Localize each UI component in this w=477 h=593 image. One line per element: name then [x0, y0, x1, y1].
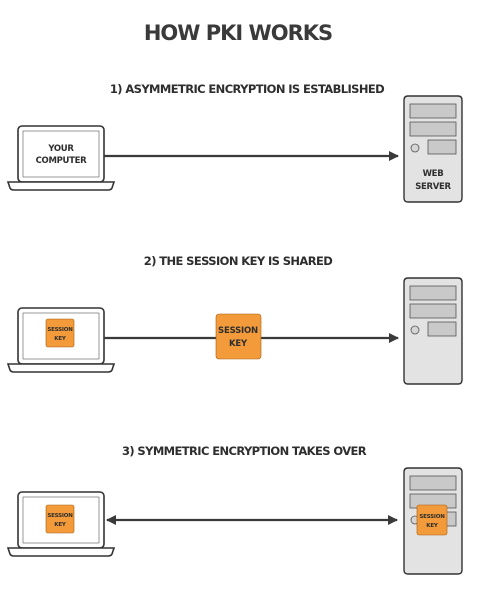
server-bay-2: [409, 121, 457, 137]
server-bay-1: [409, 285, 457, 301]
server-bay-1: [409, 475, 457, 491]
laptop-base: [6, 547, 116, 557]
session-key-badge: SESSION KEY: [45, 318, 75, 348]
laptop-base: [6, 181, 116, 191]
diagram-title: HOW PKI WORKS: [144, 21, 332, 45]
server-bay-2: [409, 303, 457, 319]
computer-label-line-2: COMPUTER: [36, 156, 88, 166]
session-key-badge: [215, 313, 262, 360]
server-bay-1: [409, 103, 457, 119]
laptop-computer-3: SESSION KEY: [6, 491, 116, 557]
laptop-screen: [22, 130, 100, 178]
server-power-button: [410, 143, 420, 153]
session-key-badge: SESSION KEY: [45, 504, 75, 534]
server-label-line-2: SERVER: [415, 182, 451, 192]
laptop-computer-1: YOUR COMPUTER: [6, 125, 116, 191]
session-key-line-1: SESSION: [47, 327, 73, 333]
session-key-line-1: SESSION: [419, 514, 445, 520]
server-bay-3: [427, 139, 457, 155]
session-key-line-1: SESSION: [218, 326, 258, 336]
step-3-label: 3) SYMMETRIC ENCRYPTION TAKES OVER: [122, 444, 367, 458]
server-power-button: [410, 325, 420, 335]
server-label-line-1: WEB: [423, 169, 444, 179]
server-bay-3: [427, 321, 457, 337]
session-key-line-2: KEY: [54, 522, 67, 528]
laptop-base: [6, 363, 116, 373]
step-1-label: 1) ASYMMETRIC ENCRYPTION IS ESTABLISHED: [110, 82, 384, 96]
session-key-line-2: KEY: [426, 523, 439, 529]
web-server-3: SESSION KEY: [403, 467, 463, 575]
session-key-line-2: KEY: [229, 339, 248, 349]
step-2-label: 2) THE SESSION KEY IS SHARED: [144, 254, 332, 268]
computer-label-line-1: YOUR: [47, 144, 74, 154]
session-key-line-2: KEY: [54, 336, 67, 342]
transit-session-key: SESSION KEY: [215, 313, 262, 360]
web-server-1: WEB SERVER: [403, 95, 463, 203]
web-server-2: [403, 277, 463, 385]
session-key-badge: SESSION KEY: [416, 504, 448, 536]
laptop-screen: [22, 496, 100, 544]
laptop-computer-2: SESSION KEY: [6, 307, 116, 373]
session-key-line-1: SESSION: [47, 513, 73, 519]
